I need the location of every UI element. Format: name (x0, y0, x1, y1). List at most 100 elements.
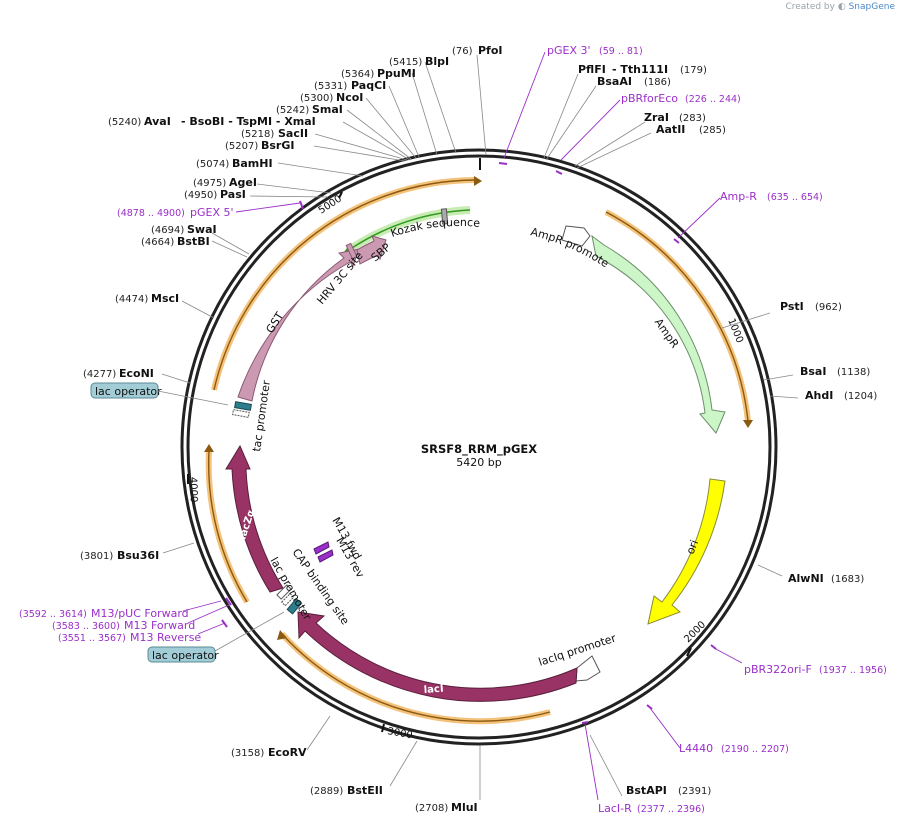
lac-operator-marker-1 (234, 401, 252, 411)
lac-operator-box-2: lac operator (147, 611, 285, 663)
svg-text:Amp-R: Amp-R (720, 190, 757, 203)
svg-text:M13/pUC Forward: M13/pUC Forward (91, 607, 189, 620)
enzyme-bsu36i: (3801) Bsu36I (80, 549, 159, 562)
credit-brand: SnapGene (848, 2, 895, 12)
sbp-arrow (356, 235, 387, 265)
enzyme-avai: (5240) AvaI - BsoBI - TspMI - XmaI (108, 115, 316, 128)
enzyme-aatii: AatII (285) (656, 123, 726, 136)
center-title: SRSF8_RRM_pGEX 5420 bp (421, 442, 537, 469)
svg-text:(5331): (5331) (314, 81, 347, 92)
enzyme-ppumi: (5364) PpuMI (341, 67, 416, 80)
primer-leaders (182, 51, 743, 801)
svg-text:(962): (962) (815, 302, 842, 313)
primer-marks (221, 162, 717, 724)
svg-text:SmaI: SmaI (312, 103, 343, 116)
enzyme-bstapi: BstAPI (2391) (626, 784, 711, 797)
svg-text:(4664): (4664) (141, 237, 174, 248)
svg-text:AvaI: AvaI (144, 115, 171, 128)
kozak-arc-core (351, 209, 471, 249)
enzyme-mlui: (2708) MluI (415, 801, 478, 814)
snapgene-credit: Created by ◐ SnapGene (785, 2, 895, 12)
svg-text:BamHI: BamHI (232, 157, 273, 170)
primer-pgex5: (4878 .. 4900) pGEX 5' (117, 206, 234, 219)
svg-text:PpuMI: PpuMI (377, 67, 416, 80)
primer-amp-r: Amp-R (635 .. 654) (720, 190, 823, 203)
svg-text:(3551 .. 3567): (3551 .. 3567) (58, 633, 126, 644)
primer-m13-reverse: (3551 .. 3567) M13 Reverse (58, 631, 201, 644)
enzyme-sacii: (5218) SacII (241, 127, 308, 140)
feature-labels: Kozak sequence AmpR promoter AmpR ori la… (0, 0, 702, 669)
svg-text:(4878 .. 4900): (4878 .. 4900) (117, 208, 185, 219)
svg-text:(4277): (4277) (83, 369, 116, 380)
svg-text:(635 .. 654): (635 .. 654) (767, 192, 823, 203)
primer-m13-forward: (3583 .. 3600) M13 Forward (52, 619, 195, 632)
svg-text:(5415): (5415) (389, 57, 422, 68)
primer-l4440: L4440 (2190 .. 2207) (679, 742, 789, 755)
kozak-marker (440, 208, 449, 225)
enzyme-pflfi: PflFI - Tth111I (179) (578, 63, 707, 76)
enzyme-ecorv: (3158) EcoRV (231, 746, 307, 759)
laciq-promoter-arrow (575, 655, 601, 682)
enzyme-psti: PstI (962) (780, 300, 842, 313)
lac-operator-label-1: lac operator (95, 385, 162, 398)
svg-text:(179): (179) (680, 65, 707, 76)
snapgene-logo-icon: ◐ (837, 2, 846, 12)
tick-3000: 3000 (386, 726, 413, 741)
svg-text:pGEX 3': pGEX 3' (547, 44, 591, 57)
svg-text:(2377 .. 2396): (2377 .. 2396) (637, 804, 705, 815)
primer-pbr322ori-f: pBR322ori-F (1937 .. 1956) (744, 663, 887, 676)
svg-text:(3158): (3158) (231, 748, 264, 759)
primer-laci-r: LacI-R (2377 .. 2396) (598, 802, 705, 815)
svg-text:PasI: PasI (220, 188, 246, 201)
lac-promoter-marker (276, 584, 292, 600)
laciq-promoter-label: lacIq promoter (537, 631, 618, 668)
svg-text:(3801): (3801) (80, 551, 113, 562)
svg-text:- Tth111I: - Tth111I (612, 63, 668, 76)
enzyme-bstbi: (4664) BstBI (141, 235, 210, 248)
primer-pbrforeco: pBRforEco (226 .. 244) (621, 92, 741, 105)
svg-text:SwaI: SwaI (187, 223, 217, 236)
cap-site-marker (280, 592, 295, 607)
svg-text:pBRforEco: pBRforEco (621, 92, 678, 105)
enzyme-agei: (4975) AgeI (193, 176, 257, 189)
enzyme-smai: (5242) SmaI (276, 103, 343, 116)
arc-top-left-core (213, 179, 475, 391)
arc-left-core (207, 449, 248, 603)
enzyme-swai: (4694) SwaI (151, 223, 217, 236)
primer-labels: pGEX 3' (59 .. 81) pBRforEco (226 .. 244… (19, 44, 887, 815)
svg-text:(1937 .. 1956): (1937 .. 1956) (819, 665, 887, 676)
svg-text:PflFI: PflFI (578, 63, 606, 76)
svg-text:PfoI: PfoI (478, 44, 503, 57)
svg-text:AgeI: AgeI (229, 176, 257, 189)
arrowhead-top (474, 176, 482, 186)
primer-m13-puc-forward: (3592 .. 3614) M13/pUC Forward (19, 607, 189, 620)
tac-promoter-marker (232, 409, 250, 418)
enzyme-zrai: ZraI (283) (644, 111, 706, 124)
svg-text:(226 .. 244): (226 .. 244) (685, 94, 741, 105)
features (225, 208, 726, 702)
enzyme-econi: (4277) EcoNI (83, 367, 154, 380)
svg-text:AatII: AatII (656, 123, 685, 136)
svg-text:(5242): (5242) (276, 105, 309, 116)
svg-text:EcoRV: EcoRV (268, 746, 307, 759)
laczalpha-arrow (225, 444, 284, 593)
svg-text:(1204): (1204) (844, 391, 877, 402)
enzyme-bsrgi: (5207) BsrGI (225, 139, 294, 152)
ampr-promoter-arrow (561, 225, 591, 247)
arrowhead-bottom (277, 630, 287, 640)
plasmid-length: 5420 bp (456, 456, 501, 469)
svg-text:EcoNI: EcoNI (119, 367, 154, 380)
enzyme-msci: (4474) MscI (115, 292, 179, 305)
enzyme-ahdi: AhdI (1204) (805, 389, 877, 402)
svg-text:(285): (285) (699, 125, 726, 136)
svg-text:ZraI: ZraI (644, 111, 669, 124)
enzyme-paqci: (5331) PaqCI (314, 79, 386, 92)
credit-prefix: Created by (785, 2, 835, 12)
arrowhead-right (743, 420, 753, 428)
svg-text:(76): (76) (452, 46, 473, 57)
enzyme-labels: (76) PfoI PflFI - Tth111I (179) BsaAI (1… (80, 44, 877, 814)
svg-text:(5364): (5364) (341, 69, 374, 80)
svg-text:(283): (283) (679, 113, 706, 124)
feature-arcs (205, 177, 751, 725)
